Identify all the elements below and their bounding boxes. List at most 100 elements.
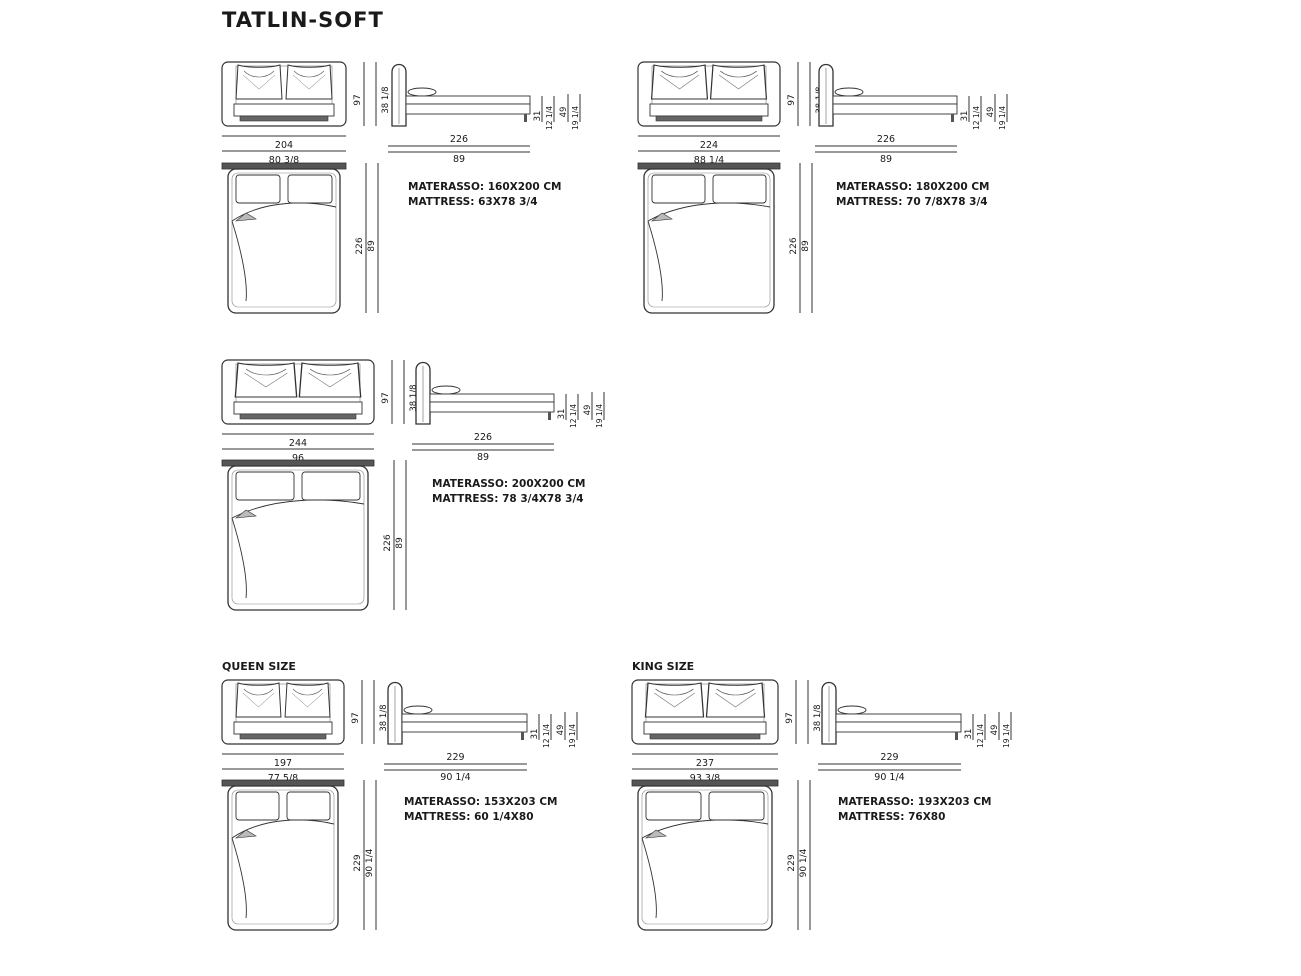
dimension-label: 38 1/8 (379, 704, 389, 731)
mattress-size-cm: MATERASSO: 193X203 CM (838, 796, 991, 808)
dimension-label: 88 1/4 (694, 155, 724, 166)
blanket-corner (235, 829, 257, 839)
mattress-top (231, 172, 337, 308)
bed-outline-top (227, 785, 339, 931)
mattress-top (231, 789, 335, 925)
mattress-size-in: MATTRESS: 76X80 (838, 811, 945, 823)
dimension-label: 38 1/8 (813, 704, 823, 731)
bed-base (649, 733, 761, 740)
pillow-top-right (712, 174, 767, 204)
pillow-2 (709, 64, 768, 100)
blanket-edge (231, 837, 247, 919)
size-label-king: KING SIZE (632, 660, 695, 673)
bed-leg (521, 732, 524, 740)
dimension-label: 19 1/4 (998, 106, 1007, 130)
mattress-front (233, 721, 333, 735)
dimension-label: 229 (880, 752, 898, 763)
mattress-front (233, 401, 363, 415)
dimension-label: 31 (530, 729, 540, 740)
dimension-label: 31 (533, 111, 543, 122)
blanket-fold (231, 819, 335, 839)
dimension-label: 31 (960, 111, 970, 122)
pillow-top-left (645, 791, 702, 821)
dimension-label: 49 (583, 405, 593, 416)
bed-leg (955, 732, 958, 740)
mattress-front (233, 103, 335, 117)
dimension-label: 229 (446, 752, 464, 763)
pillow-2 (298, 362, 362, 398)
bed-outline-top (227, 168, 341, 314)
dimension-label: 97 (787, 94, 797, 105)
page-title: TATLIN-SOFT (222, 8, 384, 32)
dimension-label: 38 1/8 (409, 384, 419, 411)
dimension-label: 12 1/4 (569, 404, 578, 428)
mattress-side (832, 95, 958, 105)
mattress-size-cm: MATERASSO: 153X203 CM (404, 796, 557, 808)
bed-frame-side (405, 103, 531, 115)
mattress-top (231, 469, 365, 605)
pillow-1 (234, 362, 298, 398)
mattress-side (405, 95, 531, 105)
blanket-edge (641, 837, 657, 919)
bed-frame-side (835, 721, 962, 733)
dimension-label: 12 1/4 (542, 724, 551, 748)
dimension-label: 89 (367, 240, 377, 252)
bed-outline-top (637, 785, 773, 931)
pillow-side (403, 705, 433, 715)
dimension-label: 90 1/4 (799, 848, 809, 877)
pillow-2 (705, 682, 766, 718)
bed-base (239, 115, 329, 122)
dimension-label: 89 (880, 154, 892, 165)
dimension-label: 96 (292, 453, 304, 464)
mattress-size-in: MATTRESS: 63X78 3/4 (408, 196, 538, 208)
mattress-size-cm: MATERASSO: 180X200 CM (836, 181, 989, 193)
size-label-queen: QUEEN SIZE (222, 660, 296, 673)
bed-leg (548, 412, 551, 420)
headboard-top (221, 459, 375, 467)
dimension-label: 80 3/8 (269, 155, 299, 166)
bed-outline-top (227, 465, 369, 611)
pillow-top-left (235, 471, 295, 501)
bed-base (655, 115, 763, 122)
dimension-label: 89 (477, 452, 489, 463)
pillow-1 (235, 64, 283, 100)
mattress-size-cm: MATERASSO: 200X200 CM (432, 478, 585, 490)
dimension-label: 89 (801, 240, 811, 252)
headboard-top (631, 779, 779, 787)
mattress-front (643, 721, 767, 735)
pillow-1 (235, 682, 282, 718)
bed-outline-top (643, 168, 775, 314)
dimension-label: 90 1/4 (365, 848, 375, 877)
dimension-label: 226 (450, 134, 468, 145)
dimension-label: 19 1/4 (595, 404, 604, 428)
dimension-label: 97 (353, 94, 363, 105)
mattress-size-cm: MATERASSO: 160X200 CM (408, 181, 561, 193)
dimension-label: 12 1/4 (545, 106, 554, 130)
dimension-label: 77 5/8 (268, 773, 298, 784)
mattress-size-in: MATTRESS: 60 1/4X80 (404, 811, 534, 823)
headboard-top (221, 779, 345, 787)
bed-leg (524, 114, 527, 122)
dimension-label: 19 1/4 (568, 724, 577, 748)
pillow-1 (644, 682, 705, 718)
pillow-top-right (708, 791, 765, 821)
dimension-label: 204 (275, 140, 293, 151)
dimension-label: 226 (789, 237, 799, 254)
mattress-side (429, 393, 555, 403)
dimension-label: 49 (559, 107, 569, 118)
dimension-label: 229 (353, 854, 363, 871)
bed-frame-side (429, 401, 555, 413)
dimension-label: 244 (289, 438, 307, 449)
dimension-label: 12 1/4 (976, 724, 985, 748)
